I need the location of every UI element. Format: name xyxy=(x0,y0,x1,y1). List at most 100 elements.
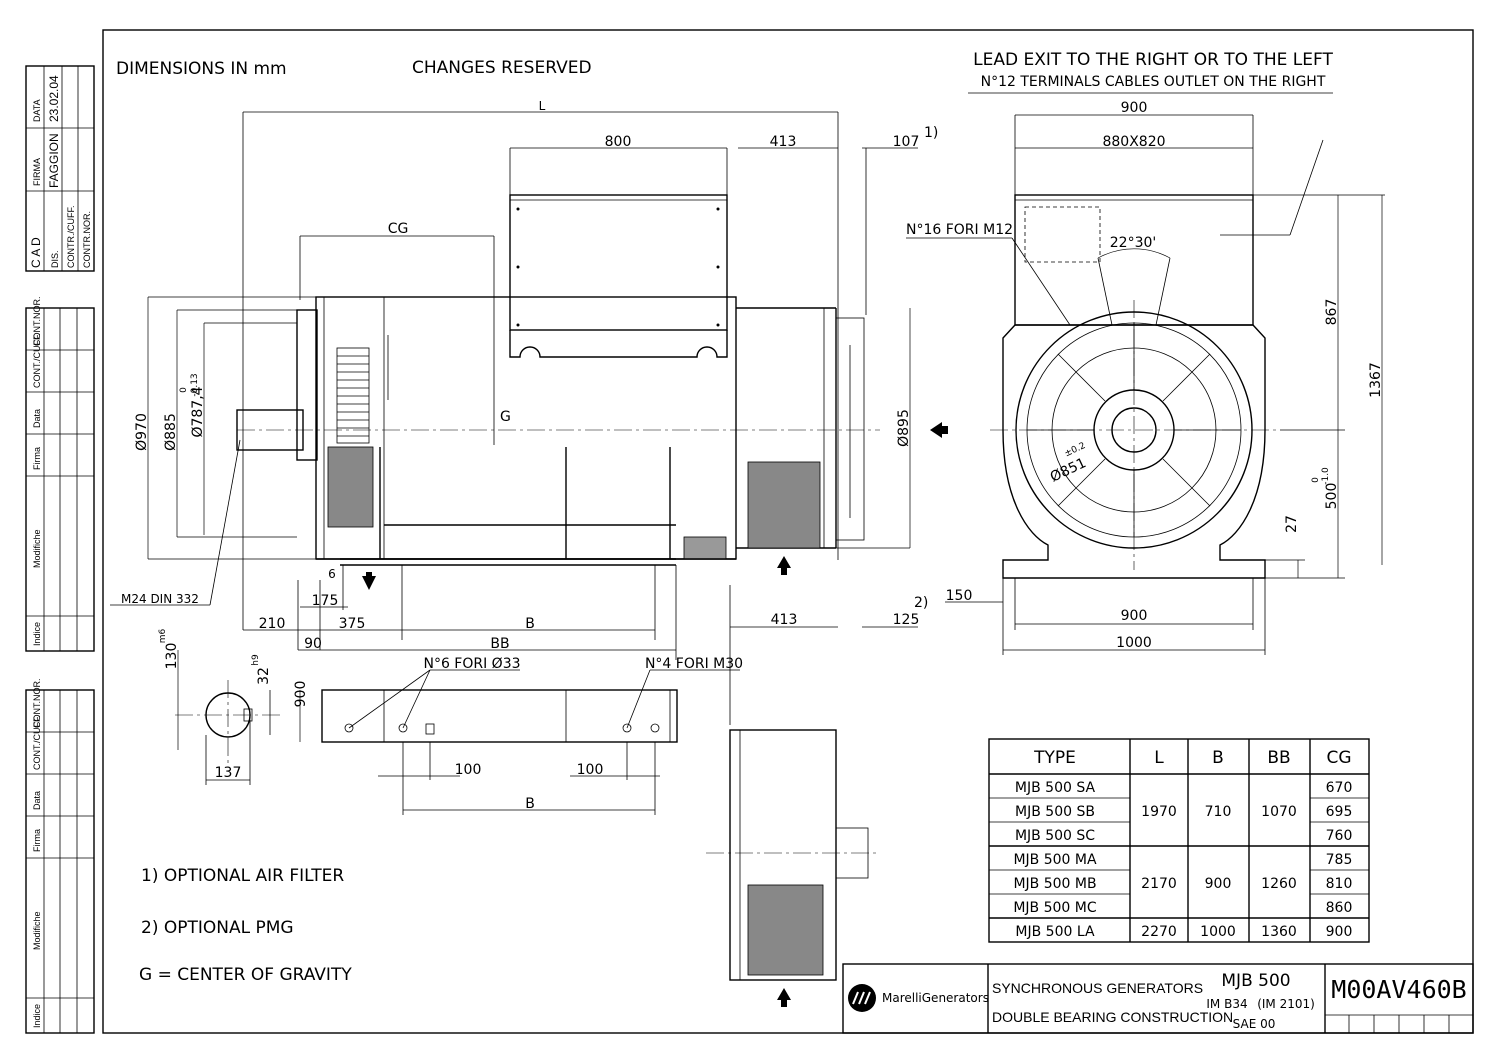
rev2-data: Data xyxy=(32,791,42,810)
front-angle-label: 22°30' xyxy=(1110,235,1156,251)
firma-value: FAGGION xyxy=(47,133,61,188)
shaft-detail: 130 m6 32 h9 137 xyxy=(158,628,280,785)
front-dim-500-tol-lower: -1.0 xyxy=(1321,467,1331,485)
dim-6: 6 xyxy=(328,567,336,581)
rev2-contcuff: CONT./CUFF. xyxy=(32,715,42,770)
dim-foot-100-right: 100 xyxy=(577,762,604,778)
table-bb-group1: 1070 xyxy=(1261,804,1297,820)
front-dim-851-tol: ±0.2 xyxy=(1063,441,1087,459)
note-1-marker: 1) xyxy=(924,125,938,141)
front-dim-1367: 1367 xyxy=(1368,362,1384,398)
dim-800: 800 xyxy=(605,134,632,150)
dim-130: 130 xyxy=(164,643,180,670)
rev2-indice: Indice xyxy=(32,1004,42,1028)
brand-name: MarelliGenerators xyxy=(882,991,989,1005)
table-b-group2: 900 xyxy=(1205,876,1232,892)
table-cg-cell: 760 xyxy=(1326,828,1353,844)
dim-foot-900: 900 xyxy=(293,681,309,708)
dim-895: Ø895 xyxy=(896,409,912,447)
front-dim-900-bottom: 900 xyxy=(1121,608,1148,624)
changes-note: CHANGES RESERVED xyxy=(412,58,592,78)
type-table: TYPE L B BB CG MJB 500 SA MJB 500 SB MJB… xyxy=(988,738,1370,943)
holes-m12-label: N°16 FORI M12 xyxy=(906,222,1013,238)
g-label: G xyxy=(500,409,511,425)
dimensions-note: DIMENSIONS IN mm xyxy=(116,59,287,79)
side-view: G L 800 413 107 1) CG Ø970 xyxy=(110,99,948,725)
table-bb-group2: 1260 xyxy=(1261,876,1297,892)
drawing-number: M00AV460B xyxy=(1331,975,1466,1004)
table-type-cell: MJB 500 SA xyxy=(1015,780,1096,796)
im-label: IM B34 xyxy=(1206,997,1247,1011)
title-line-1: SYNCHRONOUS GENERATORS xyxy=(992,980,1203,996)
lead-exit-note: LEAD EXIT TO THE RIGHT OR TO THE LEFT xyxy=(973,50,1333,70)
dim-CG: CG xyxy=(388,221,409,237)
sae-label: SAE 00 xyxy=(1233,1017,1276,1031)
dim-32: 32 xyxy=(256,667,272,685)
note-air-filter: 1) OPTIONAL AIR FILTER xyxy=(141,866,344,886)
dis-label: DIS. xyxy=(50,250,60,268)
date-value: 23.02.04 xyxy=(47,75,61,122)
holes-33-label: N°6 FORI Ø33 xyxy=(423,656,520,672)
dim-885: Ø885 xyxy=(163,413,179,451)
note-pmg: 2) OPTIONAL PMG xyxy=(141,918,294,938)
im2101-label: (IM 2101) xyxy=(1257,997,1315,1011)
note-2-marker: 2) xyxy=(914,595,928,611)
left-revision-strip: C A D DIS. CONTR./CUFF. CONTR.NOR. FIRMA… xyxy=(25,65,95,1034)
table-cg-cell: 785 xyxy=(1326,852,1353,868)
dim-413-bottom: 413 xyxy=(771,612,798,628)
model-label: MJB 500 xyxy=(1221,971,1290,991)
table-cg-cell: 670 xyxy=(1326,780,1353,796)
front-dim-27: 27 xyxy=(1284,515,1300,533)
rev2-modifiche: Modifiche xyxy=(32,911,42,950)
table-l-group3: 2270 xyxy=(1141,924,1177,940)
dim-B: B xyxy=(525,616,535,632)
col-header-bb: BB xyxy=(1267,748,1290,768)
dim-90: 90 xyxy=(304,636,322,652)
side-mesh-right xyxy=(747,461,821,549)
table-l-group2: 2170 xyxy=(1141,876,1177,892)
front-dim-900-top: 900 xyxy=(1121,100,1148,116)
dim-175: 175 xyxy=(312,593,339,609)
dim-413-top: 413 xyxy=(770,134,797,150)
rev1-contnor: CONT.NOR. xyxy=(32,297,42,347)
front-dim-867: 867 xyxy=(1324,299,1340,326)
table-cg-cell: 810 xyxy=(1326,876,1353,892)
dim-210: 210 xyxy=(259,616,286,632)
front-dim-1000: 1000 xyxy=(1116,635,1152,651)
table-cg-cell: 860 xyxy=(1326,900,1353,916)
firma-label: FIRMA xyxy=(32,158,42,186)
dim-137: 137 xyxy=(215,765,242,781)
terminals-note: N°12 TERMINALS CABLES OUTLET ON THE RIGH… xyxy=(981,74,1326,90)
dim-L: L xyxy=(539,99,546,113)
dim-787: Ø787,4 xyxy=(190,386,206,437)
col-header-l: L xyxy=(1154,748,1164,768)
data-label: DATA xyxy=(32,99,42,122)
col-header-b: B xyxy=(1212,748,1224,768)
rev1-indice: Indice xyxy=(32,622,42,646)
table-bb-group3: 1360 xyxy=(1261,924,1297,940)
dim-BB: BB xyxy=(490,636,509,652)
table-type-cell: MJB 500 MC xyxy=(1013,900,1097,916)
cad-label: C A D xyxy=(29,237,43,268)
rev1-firma: Firma xyxy=(32,447,42,470)
dim-375: 375 xyxy=(339,616,366,632)
dim-970: Ø970 xyxy=(134,413,150,451)
rev1-data: Data xyxy=(32,409,42,428)
title-line-2: DOUBLE BEARING CONSTRUCTION xyxy=(992,1009,1233,1025)
dim-787-tol-upper: 0 xyxy=(179,387,189,393)
table-type-cell: MJB 500 MB xyxy=(1013,876,1096,892)
dim-107: 107 xyxy=(893,134,920,150)
drawing-frame xyxy=(102,29,1474,1034)
table-type-cell: MJB 500 LA xyxy=(1015,924,1095,940)
table-type-cell: MJB 500 SB xyxy=(1015,804,1095,820)
dim-787-tol-lower: -0.13 xyxy=(190,373,200,396)
table-type-cell: MJB 500 SC xyxy=(1015,828,1095,844)
contr-nor-label: CONTR.NOR. xyxy=(82,211,92,268)
rev2-contnor: CONT.NOR. xyxy=(32,679,42,729)
front-dim-150: 150 xyxy=(946,588,973,604)
holes-m30-label: N°4 FORI M30 xyxy=(645,656,743,672)
m24-label: M24 DIN 332 xyxy=(121,592,199,606)
air-filter-view xyxy=(706,729,880,1007)
rev1-modifiche: Modifiche xyxy=(32,529,42,568)
